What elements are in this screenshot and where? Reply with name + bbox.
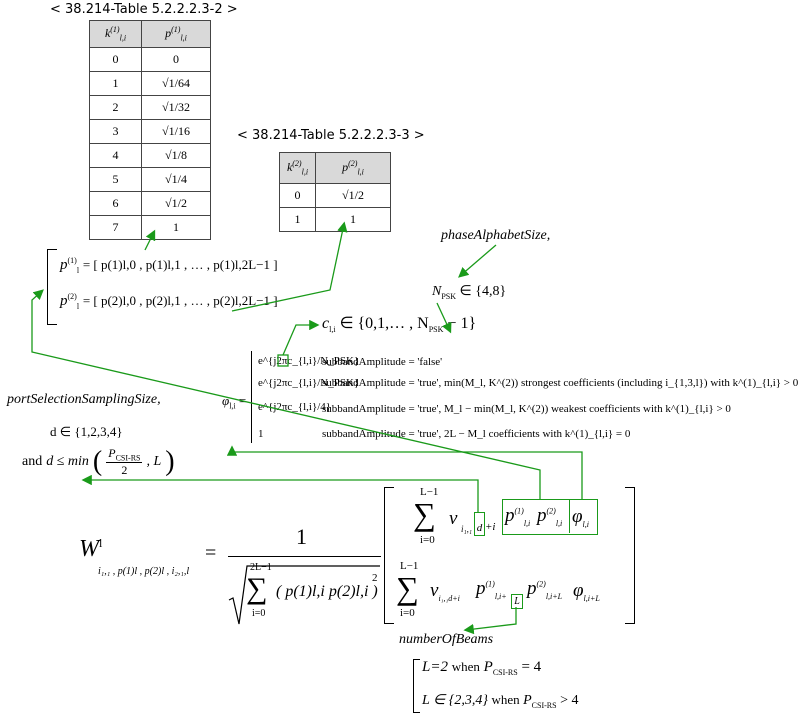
- r1-v: v: [449, 508, 458, 529]
- phi-case-2-cond: subbandAmplitude = 'true', min(M_l, K^(2…: [322, 377, 798, 389]
- arrow-d-port: [81, 474, 479, 512]
- table-row: 4√1/8: [89, 143, 211, 168]
- r1-sum-bot: i=0: [420, 534, 435, 546]
- arrow-p2-table3: [231, 221, 348, 312]
- beams-case-2: L ∈ {2,3,4} when PCSI-RS > 4: [422, 692, 579, 710]
- table-row: 5√1/4: [89, 167, 211, 192]
- table-row: 3√1/16: [89, 119, 211, 144]
- arrow-phi-cases: [226, 445, 583, 499]
- r1-v-sub-c: +i: [485, 521, 496, 533]
- phi-case-1-cond: subbandAmplitude = 'false': [322, 356, 443, 368]
- r2-p1: p(1)l,i+: [476, 578, 507, 601]
- w-eq: =: [205, 542, 217, 564]
- c-definition: cl,i ∈ {0,1,… , NPSK − 1}: [322, 315, 477, 335]
- d-constraint: and d ≤ min ( PCSI-RS 2 , L ): [22, 446, 175, 478]
- r1-v-sub-a: i₁,₁: [461, 524, 473, 534]
- d-highlight-box: d: [474, 512, 485, 536]
- arrow-p1-table2: [144, 229, 156, 251]
- den-body: ( p(1)l,i p(2)l,i ): [276, 583, 378, 600]
- arrow-phase-npsk: [458, 244, 497, 278]
- matrix-bracket-right: [625, 487, 635, 624]
- phi-brace: [251, 351, 257, 443]
- table-row: 0√1/2: [279, 183, 391, 208]
- denominator-radical: [228, 565, 380, 625]
- p1-vector: p(1)l = [ p(1)l,0 , p(1)l,1 , … , p(1)l,…: [60, 256, 278, 275]
- l-highlight-box: L: [511, 594, 523, 609]
- r1-sum-top: L−1: [420, 486, 439, 498]
- port-selection-label: portSelectionSamplingSize,: [7, 392, 161, 407]
- c-highlight-box: [277, 354, 289, 367]
- r1-phi: φl,i: [572, 506, 589, 529]
- table3-header-p: p(2)l,i: [315, 152, 391, 184]
- table2-caption: < 38.214-Table 5.2.2.2.3-2 >: [50, 2, 238, 17]
- beams-case-1: L=2 when PCSI-RS = 4: [422, 659, 542, 677]
- arrow-l-beams: [463, 607, 517, 635]
- p-phi-highlight-box: [502, 499, 598, 535]
- r1-p2: p(2)l,i: [537, 505, 563, 528]
- den-sum-top: 2L−1: [250, 562, 272, 573]
- phi-case-3-cond: subbandAmplitude = 'true', M_l − min(M_l…: [322, 403, 731, 415]
- d-set: d ∈ {1,2,3,4}: [50, 424, 123, 439]
- p2-vector: p(2)l = [ p(2)l,0 , p(2)l,1 , … , p(2)l,…: [60, 292, 278, 311]
- number-of-beams-label: numberOfBeams: [399, 632, 494, 647]
- table-row: 1√1/64: [89, 71, 211, 96]
- phi-case-1-expr: e^{j2πc_{l,i}/N_PSK}: [258, 355, 360, 367]
- arrow-pvec-w: [31, 289, 541, 499]
- w-lhs: Wl: [79, 536, 103, 562]
- w-numerator: 1: [296, 524, 307, 549]
- table3-header-k: k(2)l,i: [279, 152, 316, 184]
- pvec-bracket: [47, 249, 57, 325]
- r2-sum-bot: i=0: [400, 607, 415, 619]
- r2-v: vi₁,₁d+i: [430, 580, 460, 603]
- beams-bracket: [413, 659, 420, 713]
- phi-case-4-expr: 1: [258, 428, 264, 440]
- fraction-bar: [228, 556, 381, 557]
- r2-sigma: ∑: [396, 570, 419, 606]
- r1-sigma: ∑: [413, 496, 436, 532]
- phi-case-3-expr: e^{j2πc_{l,i}/4}: [258, 401, 332, 413]
- arrow-npsk-cset: [436, 302, 452, 334]
- den-sigma: ∑: [246, 572, 268, 605]
- r1-p1: p(1)l,i: [505, 505, 531, 528]
- den-pow: 2: [372, 572, 378, 584]
- table-row: 2√1/32: [89, 95, 211, 120]
- table3-caption: < 38.214-Table 5.2.2.2.3-3 >: [237, 128, 425, 143]
- arrow-c-def: [282, 319, 320, 356]
- phi-case-2-expr: e^{j2πc_{l,i}/N_PSK}: [258, 377, 360, 389]
- r2-phi: φl,i+L: [573, 580, 600, 603]
- w-lhs-sub: i₁,₁ , p(1)l , p(2)l , i₂,₁,l: [98, 566, 190, 577]
- r2-sum-top: L−1: [400, 560, 419, 572]
- r2-p2: p(2)l,i+L: [527, 578, 563, 601]
- phi-divider: [569, 499, 570, 533]
- phase-alphabet-label: phaseAlphabetSize,: [441, 228, 551, 243]
- matrix-bracket-left: [384, 487, 394, 624]
- den-sum-bot: i=0: [252, 608, 266, 619]
- npsk-set: NPSK ∈ {4,8}: [432, 284, 507, 301]
- table-row: 6√1/2: [89, 191, 211, 216]
